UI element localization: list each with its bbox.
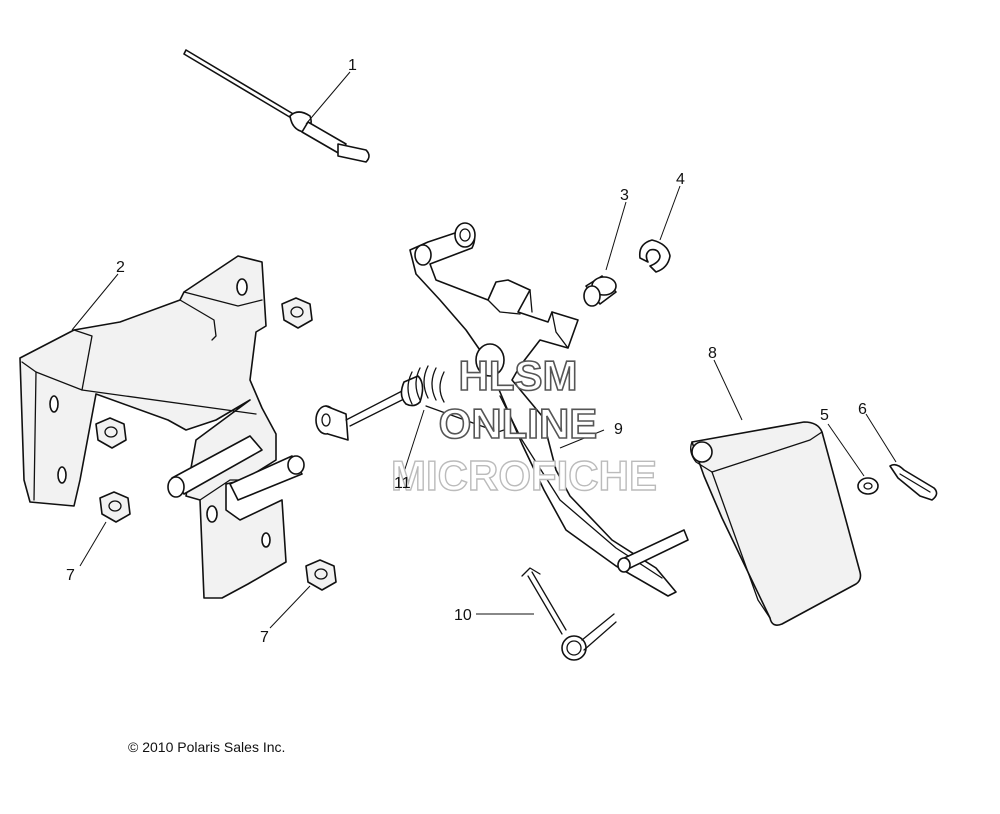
part-4-clip <box>638 239 671 273</box>
watermark-line-2: ONLINE <box>439 400 598 447</box>
part-6-cotter-pin <box>889 463 938 501</box>
bushing <box>315 405 349 441</box>
part-2-bracket <box>19 255 305 599</box>
part-10-spring <box>521 567 617 661</box>
watermark-line-1: HLSM <box>459 352 578 399</box>
callout-10: 10 <box>454 607 472 624</box>
callout-9: 9 <box>614 421 623 438</box>
callout-7-right: 7 <box>260 629 269 646</box>
part-1-rod <box>183 49 370 163</box>
callouts: 1 2 3 4 5 6 7 7 8 9 10 11 <box>66 57 867 646</box>
part-5-washer <box>857 477 879 495</box>
part-7-nut-middle <box>95 417 127 449</box>
callout-2: 2 <box>116 259 125 276</box>
part-7-nut-left <box>99 491 131 523</box>
watermark: HLSM ONLINE MICROFICHE <box>390 351 657 500</box>
copyright-notice: © 2010 Polaris Sales Inc. <box>128 739 285 755</box>
callout-5: 5 <box>820 407 829 424</box>
callout-11: 11 <box>394 475 411 492</box>
part-3-bushing <box>583 275 617 307</box>
callout-7-left: 7 <box>66 567 75 584</box>
watermark-line-3: MICROFICHE <box>391 452 657 499</box>
callout-8: 8 <box>708 345 717 362</box>
callout-6: 6 <box>858 401 867 418</box>
callout-1: 1 <box>348 57 357 74</box>
part-9-pedal-arm <box>409 222 689 597</box>
callout-3: 3 <box>620 187 629 204</box>
part-7-nut-lower <box>305 559 337 591</box>
part-7-nut-upper <box>281 297 313 329</box>
part-11-spring <box>345 365 511 433</box>
leader-lines <box>71 71 897 629</box>
part-8-pedal-pad <box>690 421 862 626</box>
callout-4: 4 <box>676 171 685 188</box>
